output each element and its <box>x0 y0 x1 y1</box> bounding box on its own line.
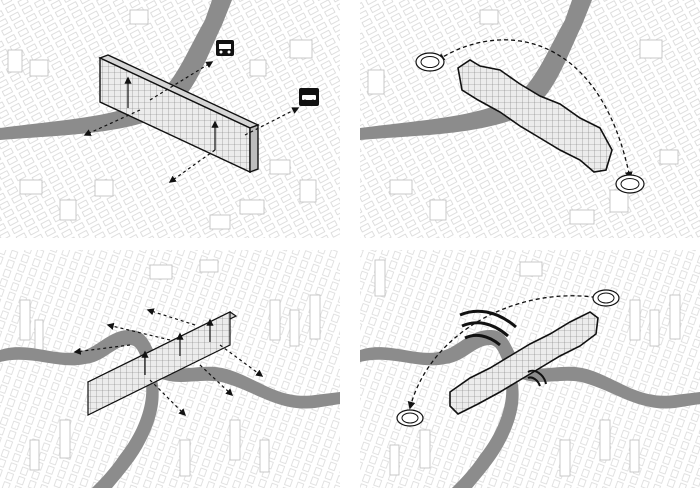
linear-building-slab <box>98 54 260 174</box>
buildings <box>7 9 317 230</box>
train-icon <box>216 40 234 56</box>
rotation-arrow <box>436 39 633 180</box>
sound-waves-small-icon <box>527 369 547 387</box>
movement-arrows <box>83 61 300 183</box>
rotation-arrow <box>407 293 602 410</box>
rotation-target-icon <box>615 174 645 194</box>
panel-top-left <box>0 0 340 238</box>
river-branch <box>92 376 159 488</box>
panel-top-right <box>360 0 700 238</box>
linear-building-slab <box>86 311 238 416</box>
panel-bottom-left <box>0 250 340 488</box>
rotation-target-icon <box>592 289 620 307</box>
car-icon <box>299 88 319 106</box>
tower-buildings <box>374 259 681 477</box>
tower-buildings <box>19 259 321 477</box>
panel-bottom-right <box>360 250 700 488</box>
buildings <box>367 9 679 225</box>
sound-waves-icon <box>459 309 517 347</box>
rotation-target-icon <box>415 52 445 72</box>
movement-arrows <box>73 308 264 417</box>
gutter-horizontal <box>0 238 700 250</box>
rotation-target-icon <box>396 409 424 427</box>
